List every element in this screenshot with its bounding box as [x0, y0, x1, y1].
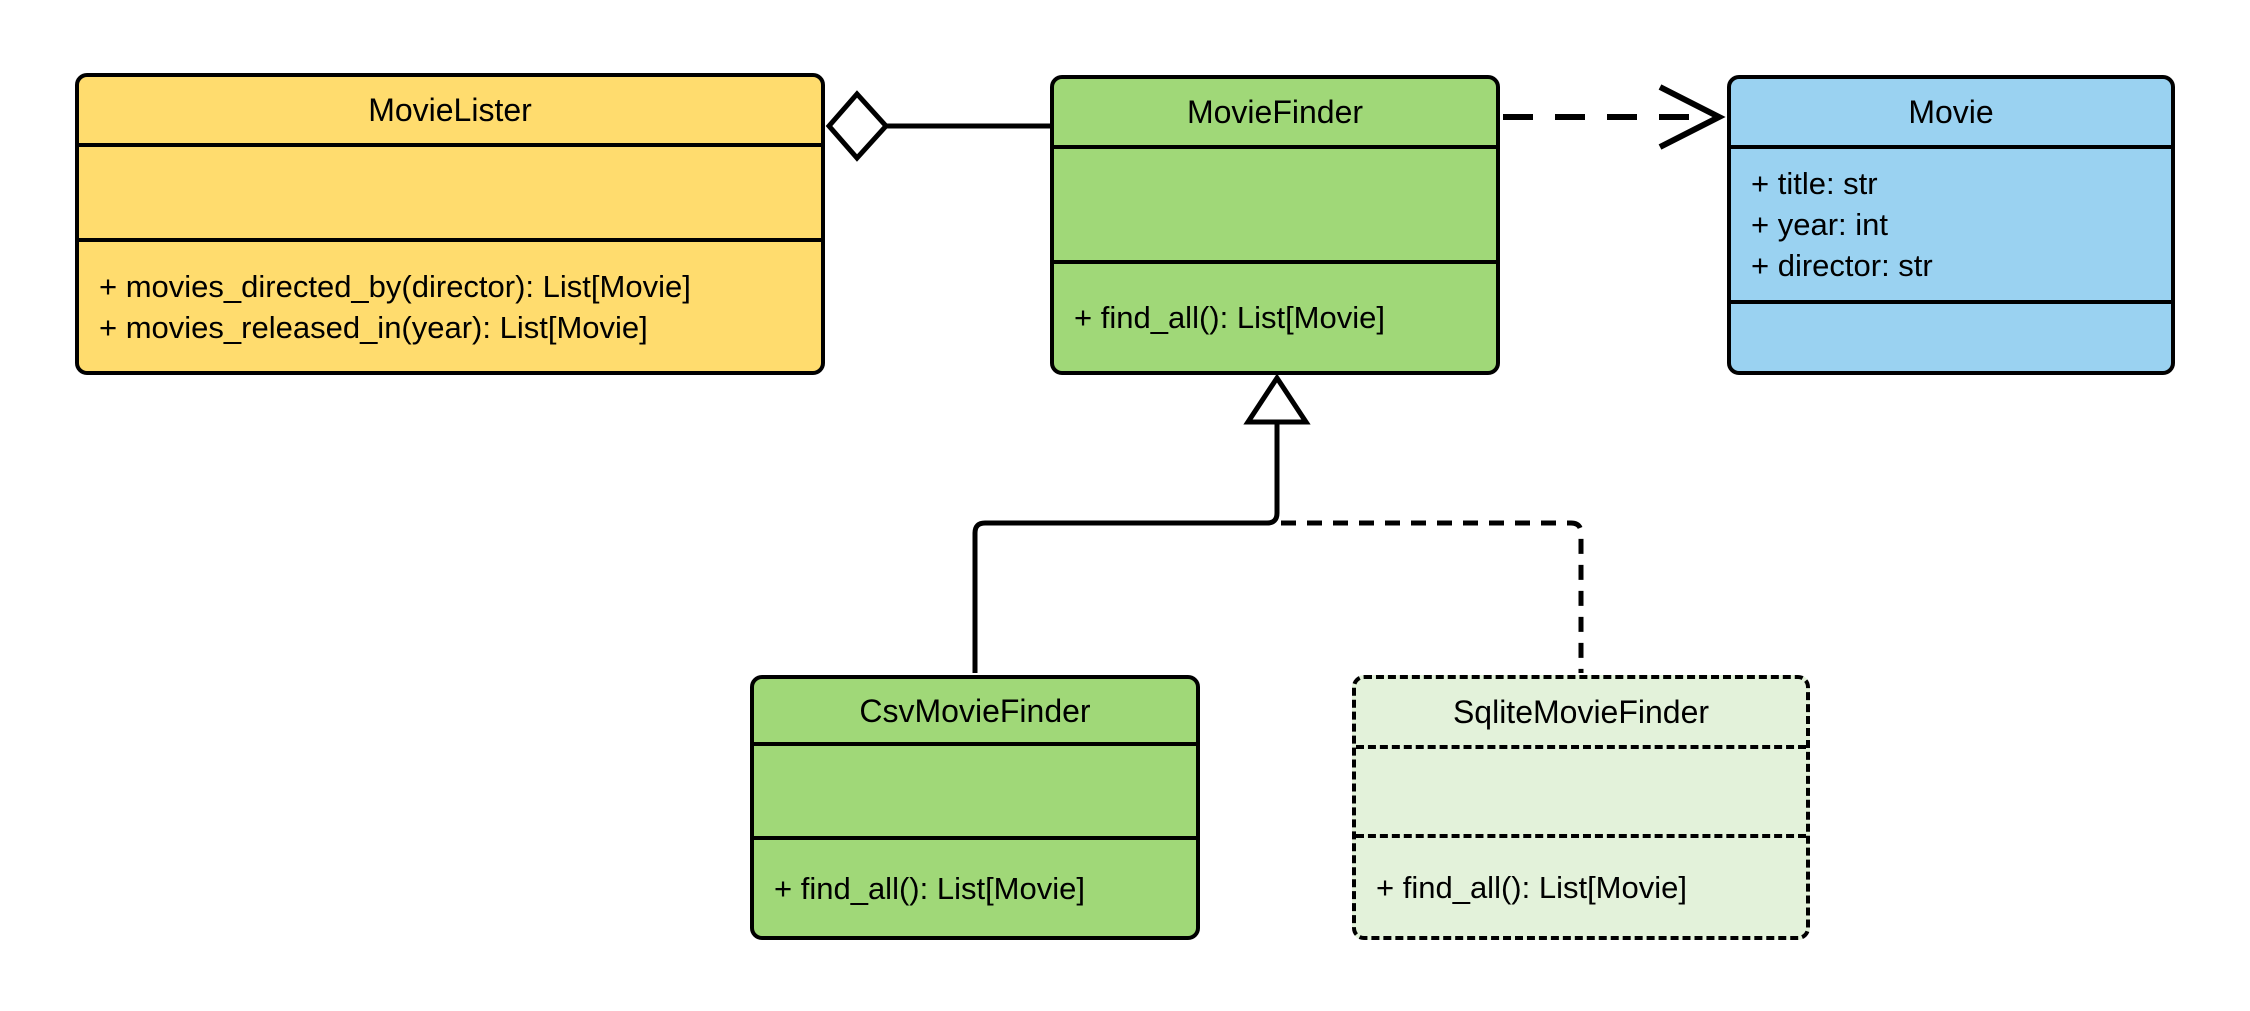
class-methods-compartment: + find_all(): List[Movie]	[1356, 834, 1806, 936]
relationship-aggregation[interactable]	[825, 90, 1054, 162]
class-title: MovieFinder	[1186, 94, 1364, 130]
class-attributes-compartment: + title: str + year: int + director: str	[1731, 145, 2171, 300]
class-box-moviefinder[interactable]: MovieFinder + find_all(): List[Movie]	[1050, 75, 1500, 375]
class-attributes-compartment	[754, 742, 1196, 836]
class-title-compartment: Movie	[1731, 79, 2171, 145]
class-method: + find_all(): List[Movie]	[774, 870, 1085, 906]
class-title-compartment: CsvMovieFinder	[754, 679, 1196, 742]
class-title-compartment: SqliteMovieFinder	[1356, 679, 1806, 745]
class-box-csvmoviefinder[interactable]: CsvMovieFinder + find_all(): List[Movie]	[750, 675, 1200, 940]
class-title: SqliteMovieFinder	[1452, 694, 1710, 730]
class-methods-compartment: + movies_directed_by(director): List[Mov…	[79, 238, 821, 371]
class-method: + movies_released_in(year): List[Movie]	[99, 309, 648, 345]
class-title-compartment: MovieFinder	[1054, 79, 1496, 145]
relationship-generalization-sqlite[interactable]	[1281, 520, 1584, 673]
class-box-movielister[interactable]: MovieLister + movies_directed_by(directo…	[75, 73, 825, 375]
class-attributes-compartment	[79, 143, 821, 238]
class-attribute: + title: str	[1751, 166, 1878, 201]
class-method: + find_all(): List[Movie]	[1376, 869, 1687, 905]
class-attributes-compartment	[1356, 745, 1806, 834]
class-box-sqlitemoviefinder[interactable]: SqliteMovieFinder + find_all(): List[Mov…	[1352, 675, 1810, 940]
class-box-movie[interactable]: Movie + title: str + year: int + directo…	[1727, 75, 2175, 375]
class-method: + find_all(): List[Movie]	[1074, 300, 1385, 335]
class-attribute: + director: str	[1751, 248, 1933, 283]
relationship-generalization-csv[interactable]	[972, 373, 1311, 673]
class-attributes-compartment	[1054, 145, 1496, 260]
generalization-solid-path[interactable]	[972, 422, 1280, 673]
dependency-open-arrow-icon	[1658, 84, 1726, 150]
class-title: MovieLister	[368, 92, 532, 128]
class-methods-compartment	[1731, 300, 2171, 371]
class-title-compartment: MovieLister	[79, 77, 821, 143]
class-method: + movies_directed_by(director): List[Mov…	[99, 268, 691, 304]
class-attribute: + year: int	[1751, 207, 1888, 242]
class-methods-compartment: + find_all(): List[Movie]	[754, 836, 1196, 936]
aggregation-diamond-icon	[825, 90, 890, 162]
class-title: Movie	[1908, 94, 1994, 130]
generalization-triangle-icon	[1243, 373, 1311, 425]
class-methods-compartment: + find_all(): List[Movie]	[1054, 260, 1496, 371]
generalization-dashed-path[interactable]	[1281, 520, 1584, 673]
class-title: CsvMovieFinder	[859, 692, 1091, 729]
relationship-dependency[interactable]	[1503, 84, 1726, 150]
